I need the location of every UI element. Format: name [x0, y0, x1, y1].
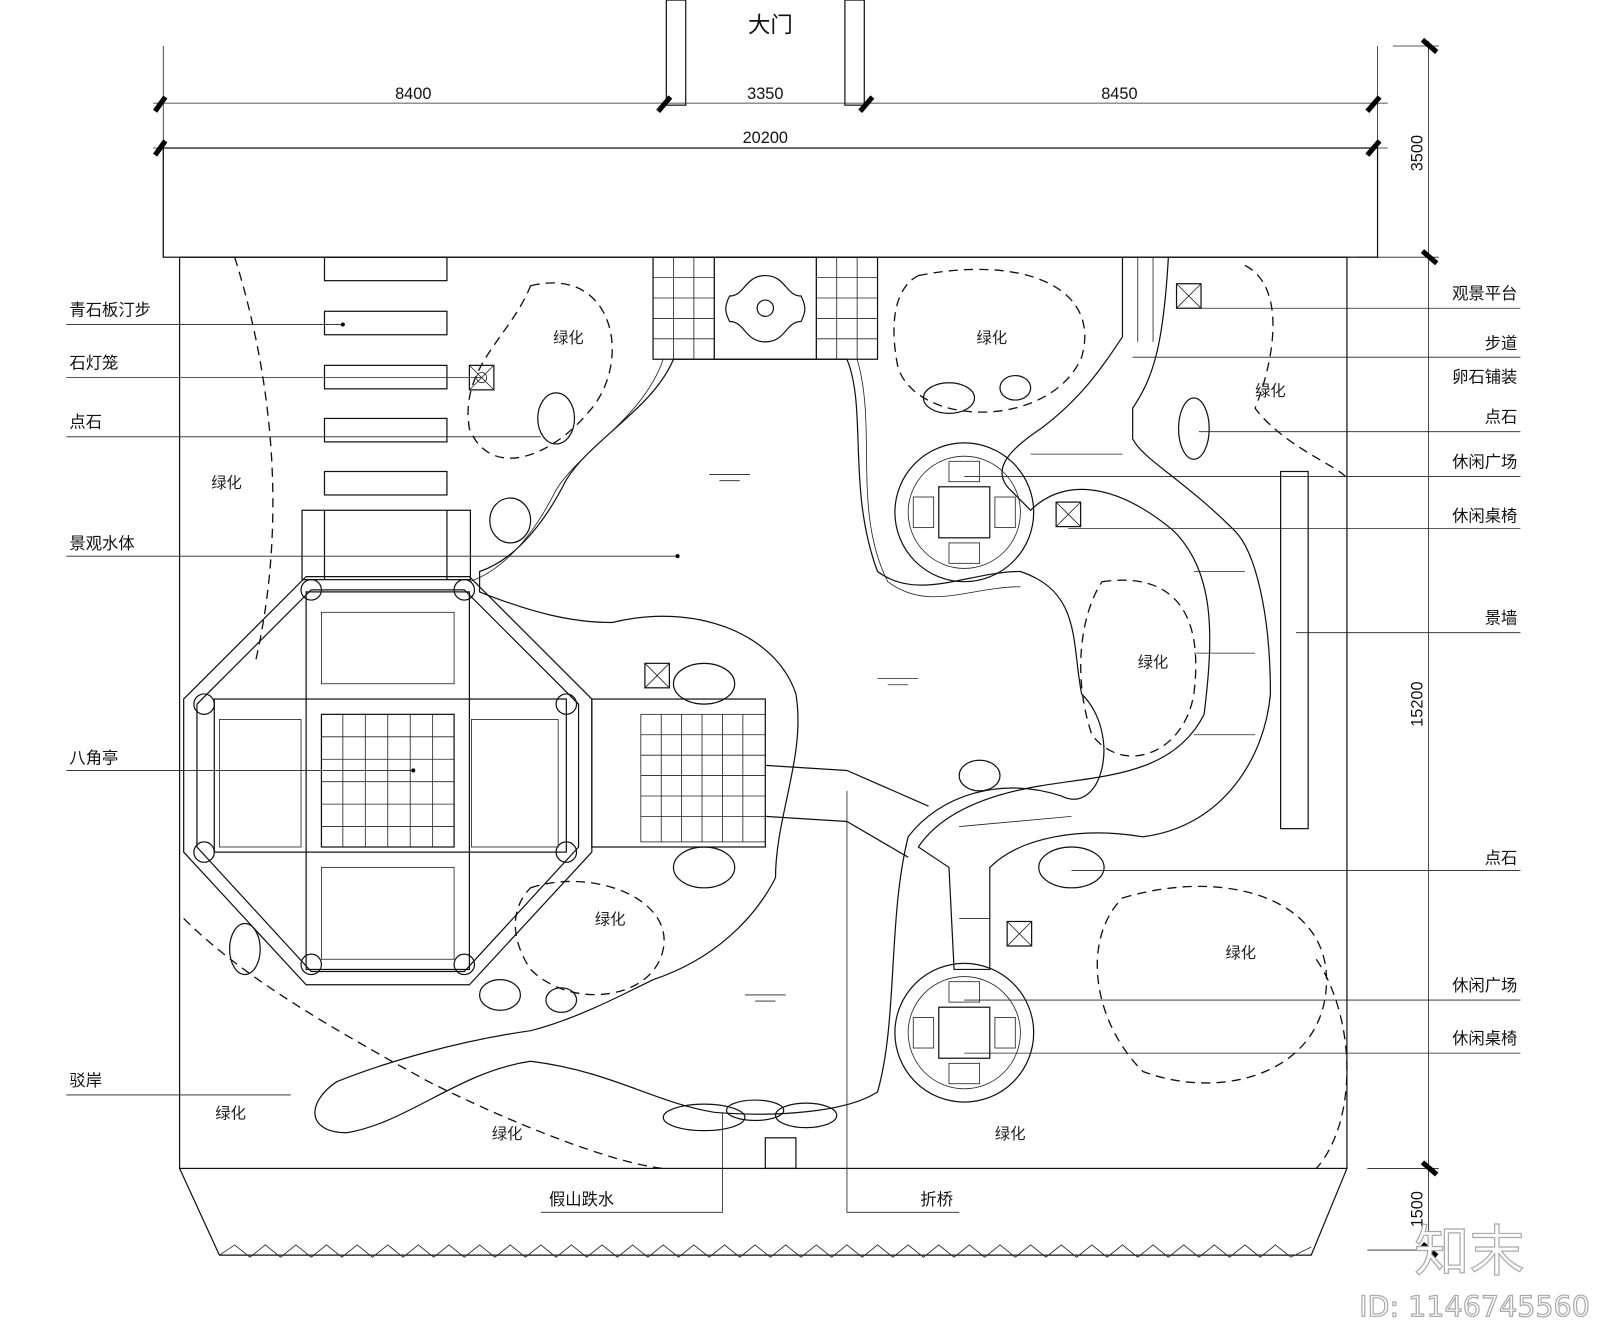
dim-top-total: 20200: [743, 129, 788, 147]
label-leisure-seating: 休闲桌椅: [1452, 506, 1517, 525]
label-walkway: 步道: [1485, 334, 1518, 353]
green-label: 绿化: [977, 329, 1008, 347]
water-ripple-icon: [709, 474, 919, 1002]
label-stepping-stones: 青石板汀步: [69, 300, 151, 319]
watermark: 知末 ID: 1146745560: [1358, 1219, 1590, 1324]
label-pebble-paving: 卵石铺装: [1452, 368, 1517, 387]
site-boundary: [178, 256, 1348, 1170]
label-rock: 点石: [1485, 848, 1518, 867]
dim-right-middle: 15200: [1408, 681, 1426, 726]
landscape-water: [314, 358, 1105, 1134]
right-callouts: 观景平台 步道 卵石铺装 点石 休闲广场 休闲桌椅 景墙 点石 休闲广场 休闲桌…: [964, 284, 1521, 1054]
label-stone-lantern: 石灯笼: [69, 353, 118, 372]
gate: 大门: [665, 0, 865, 106]
label-water: 景观水体: [69, 534, 134, 553]
label-revetment: 驳岸: [69, 1071, 102, 1090]
watermark-id: ID: 1146745560: [1359, 1289, 1590, 1323]
rocks: [228, 374, 1210, 1132]
break-line: [219, 1244, 1312, 1258]
viewing-platform: [652, 256, 879, 360]
dim-right-top: 3500: [1408, 135, 1426, 171]
gate-label: 大门: [748, 13, 793, 39]
watermark-logo: 知末: [1414, 1219, 1524, 1283]
entrance-band: [162, 147, 1379, 258]
green-label: 绿化: [211, 474, 242, 492]
label-rockery-waterfall: 假山跌水: [549, 1190, 614, 1209]
green-label: 绿化: [995, 1125, 1026, 1143]
leisure-plaza-south: [894, 962, 1035, 1103]
green-label: 绿化: [595, 911, 626, 929]
dim-top-middle: 3350: [747, 85, 783, 103]
planting-outlines: [183, 257, 1348, 1170]
green-label: 绿化: [1226, 944, 1257, 962]
label-rock: 点石: [1485, 408, 1518, 427]
label-pavilion: 八角亭: [69, 748, 118, 767]
dimension-lines: 8400 3350 8450 20200 3500 15200 1500: [153, 37, 1439, 1259]
label-zigzag-bridge: 折桥: [920, 1190, 953, 1209]
pebble-path: [917, 257, 1272, 971]
bottom-edge: [179, 1168, 1348, 1256]
label-leisure-seating: 休闲桌椅: [1452, 1029, 1517, 1048]
octagonal-pavilion: [183, 575, 766, 986]
green-label: 绿化: [553, 329, 584, 347]
left-callouts: 青石板汀步 石灯笼 点石 景观水体 八角亭 驳岸: [66, 300, 680, 1096]
landscape-wall: [1280, 470, 1309, 830]
label-rock: 点石: [69, 413, 102, 432]
leisure-plaza-north: [894, 442, 1035, 583]
green-label: 绿化: [215, 1104, 246, 1122]
label-landscape-wall: 景墙: [1485, 609, 1518, 628]
bottom-callouts: 假山跌水 折桥: [540, 790, 960, 1213]
dim-top-left: 8400: [395, 85, 431, 103]
green-label: 绿化: [1255, 382, 1286, 400]
green-label: 绿化: [492, 1125, 523, 1143]
label-leisure-plaza: 休闲广场: [1452, 452, 1517, 471]
planting-labels: 绿化 绿化 绿化 绿化 绿化 绿化 绿化 绿化 绿化 绿化: [211, 329, 1285, 1143]
label-viewing-platform: 观景平台: [1452, 284, 1517, 303]
dim-top-right: 8450: [1101, 85, 1137, 103]
green-label: 绿化: [1138, 653, 1169, 671]
stepping-stones: [301, 256, 472, 581]
label-leisure-plaza: 休闲广场: [1452, 976, 1517, 995]
dim-right-bottom: 1500: [1408, 1191, 1426, 1227]
